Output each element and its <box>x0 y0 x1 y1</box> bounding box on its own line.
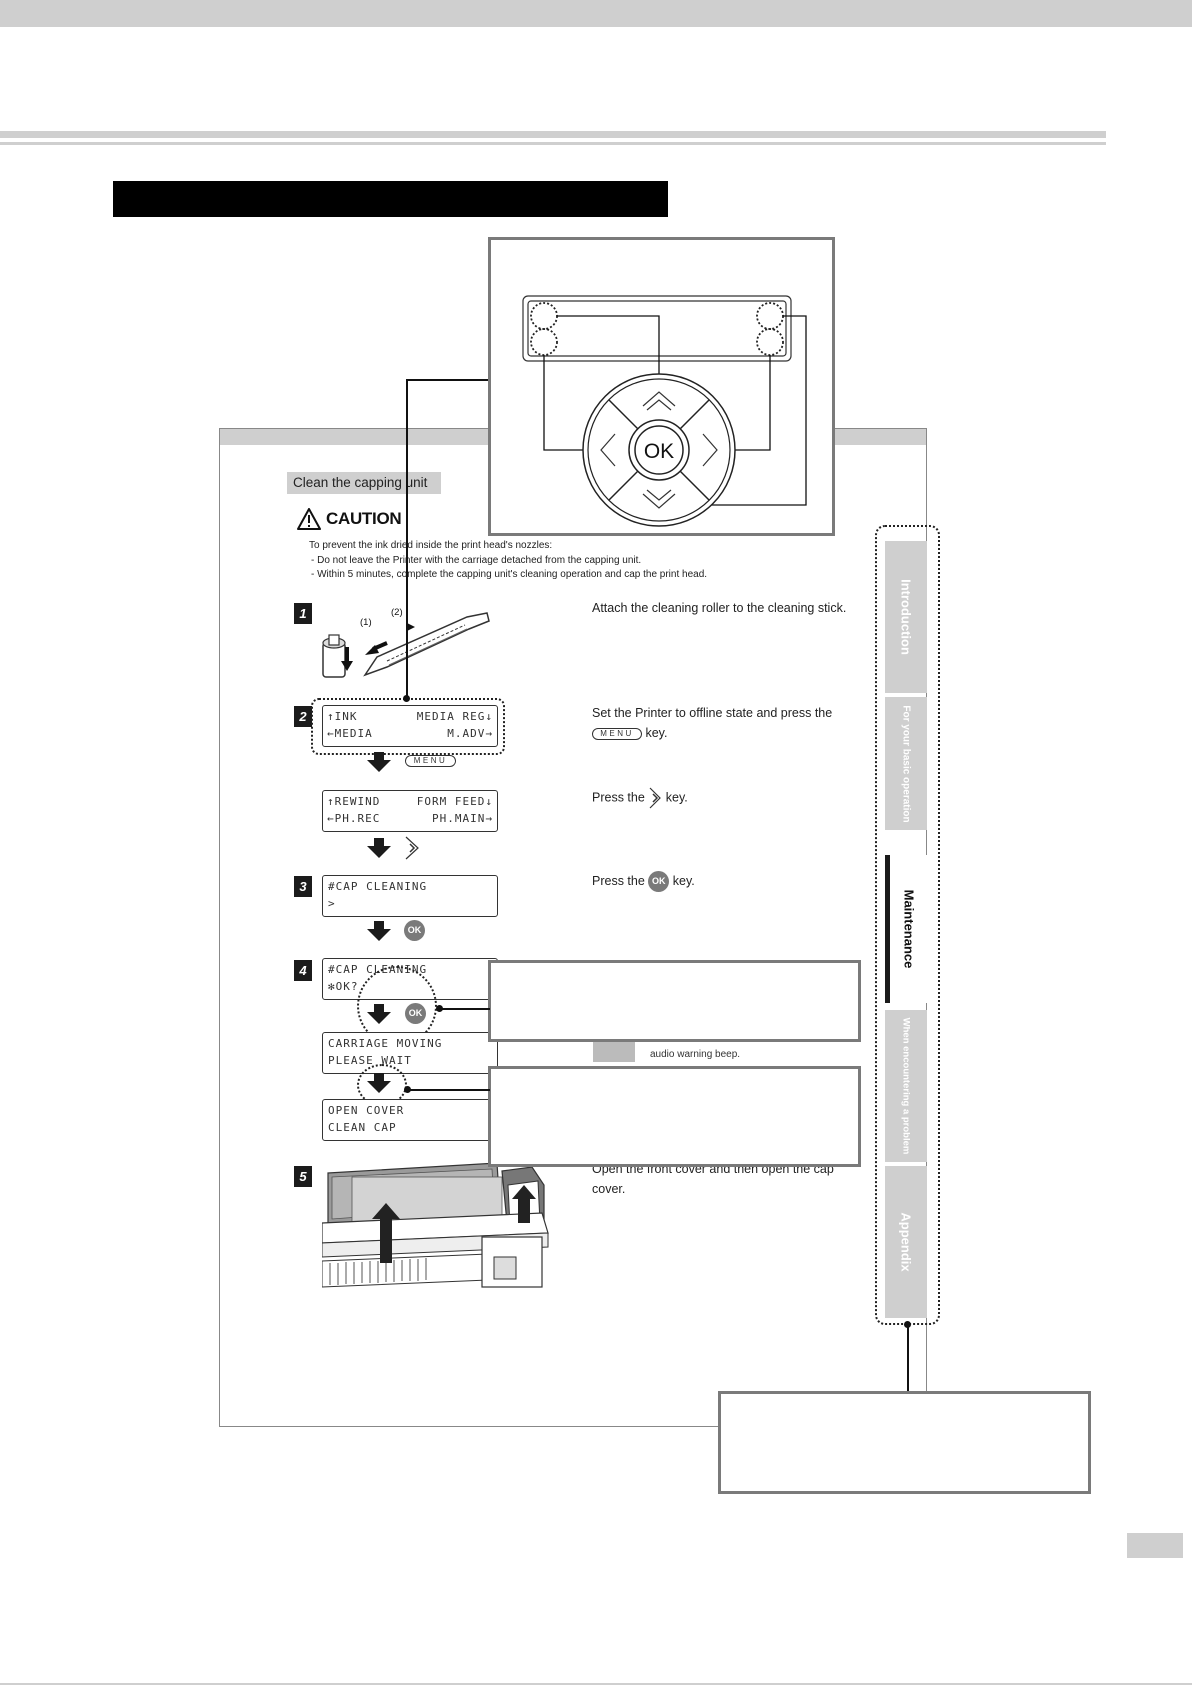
side-tab-problem[interactable]: When encountering a problem <box>885 1010 927 1162</box>
step3-text-after: key. <box>672 874 695 888</box>
lcd-text: ←MEDIA <box>327 727 373 740</box>
callout-leader-dot <box>904 1321 911 1328</box>
lcd-text: ↑REWIND <box>327 795 381 808</box>
down-arrow-icon <box>366 838 392 858</box>
lcd-carriage-screen: CARRIAGE MOVING PLEASE WAIT <box>322 1032 498 1074</box>
step3-text-before: Press the <box>592 874 645 888</box>
down-arrow-icon <box>366 752 392 772</box>
step2b-text-after: key. <box>665 790 688 805</box>
lcd-text: CLEAN CAP <box>328 1121 397 1134</box>
step-number: 4 <box>294 960 312 981</box>
section-heading: Clean the capping unit <box>287 472 441 494</box>
lcd-text: MEDIA REG↓ <box>416 710 493 723</box>
callout-box <box>718 1391 1091 1494</box>
lcd-text: ↑INK <box>327 710 358 723</box>
zoom-leader-dot <box>403 695 410 702</box>
step1-label-2: (2) <box>391 607 403 618</box>
right-key-icon <box>649 787 662 809</box>
step2b-text: Press the key. <box>592 787 688 809</box>
ok-key-icon: OK <box>404 920 425 941</box>
lcd-text: OPEN COVER <box>328 1104 405 1117</box>
side-tabs-highlight <box>875 525 940 1325</box>
lcd-text: M.ADV→ <box>447 727 493 740</box>
down-arrow-icon <box>366 1004 392 1024</box>
lcd-text: PH.MAIN→ <box>432 812 493 825</box>
ok-key-icon: OK <box>648 871 670 893</box>
header-band <box>0 0 1192 27</box>
step-number: 5 <box>294 1166 312 1187</box>
down-arrow-icon <box>366 921 392 941</box>
callout-box <box>488 1066 861 1167</box>
control-panel-zoom: OK <box>488 237 835 536</box>
control-panel-diagram: OK <box>522 295 807 527</box>
page-number-tab <box>1127 1533 1183 1558</box>
menu-key-icon: MENU <box>592 727 642 740</box>
menu-key-icon: MENU <box>405 755 456 767</box>
callout-leader-dot <box>404 1086 411 1093</box>
callout-box <box>488 960 861 1042</box>
step-number: 2 <box>294 706 312 727</box>
lcd-text: ←PH.REC <box>327 812 381 825</box>
step2-text-before: Set the Printer to offline state and pre… <box>592 706 833 720</box>
redacted-title-bar <box>113 181 668 217</box>
step1-label-1: (1) <box>360 617 372 628</box>
lcd-open-cover-screen: OPEN COVER CLEAN CAP <box>322 1099 498 1141</box>
side-tab-basic-operation[interactable]: For your basic operation <box>885 697 927 830</box>
header-rule <box>0 131 1106 138</box>
lcd-text: #CAP CLEANING <box>328 880 428 893</box>
printer-cover-illustration <box>321 1162 587 1293</box>
caution-heading: CAUTION <box>297 506 402 532</box>
step-number: 3 <box>294 876 312 897</box>
step1-text: Attach the cleaning roller to the cleani… <box>592 601 847 615</box>
callout-leader <box>440 1008 490 1010</box>
side-tab-maintenance[interactable]: Maintenance <box>885 855 927 1003</box>
caution-line: To prevent the ink dried inside the prin… <box>309 540 553 551</box>
callout-leader-dot <box>436 1005 443 1012</box>
footer-rule <box>0 1683 1192 1685</box>
step5-line: cover. <box>592 1182 626 1196</box>
caution-line: - Do not leave the Printer with the carr… <box>311 554 642 566</box>
step2-text: Set the Printer to offline state and pre… <box>592 703 842 743</box>
step2-text-after: key. <box>645 726 668 740</box>
step4-text: audio warning beep. <box>650 1049 741 1060</box>
ok-key-icon: OK <box>405 1003 426 1024</box>
lcd-text: FORM FEED↓ <box>416 795 493 808</box>
callout-leader <box>907 1325 909 1393</box>
caution-title: CAUTION <box>326 509 402 528</box>
lcd-text: PLEASE WAIT <box>328 1054 412 1067</box>
caution-line: - Within 5 minutes, complete the capping… <box>311 569 708 580</box>
step2b-text-before: Press the <box>592 790 645 805</box>
cleaning-stick-illustration <box>317 605 497 685</box>
lcd-text: ✻OK? <box>328 980 359 993</box>
lcd-sub-screen: ↑REWIND FORM FEED↓ ←PH.REC PH.MAIN→ <box>322 790 498 832</box>
zoom-leader <box>406 379 408 699</box>
step3-text: Press the OK key. <box>592 871 695 893</box>
warning-triangle-icon <box>297 508 321 530</box>
callout-leader <box>408 1089 490 1091</box>
lcd-cap-ok-screen: #CAP CLEANING ✻OK? <box>322 958 498 1000</box>
step-number: 1 <box>294 603 312 624</box>
side-tab-appendix[interactable]: Appendix <box>885 1166 927 1318</box>
lcd-text: > <box>328 897 336 910</box>
side-tab-introduction[interactable]: Introduction <box>885 541 927 693</box>
lcd-text: CARRIAGE MOVING <box>328 1037 443 1050</box>
lcd-cap-cleaning-screen: #CAP CLEANING > <box>322 875 498 917</box>
right-key-icon <box>404 836 420 860</box>
ok-key-label: OK <box>644 440 674 463</box>
header-rule-thin <box>0 142 1106 145</box>
down-arrow-icon <box>366 1073 392 1093</box>
caution-text: To prevent the ink dried inside the prin… <box>309 539 707 583</box>
zoom-leader <box>406 379 490 381</box>
lcd-menu-screen: ↑INK MEDIA REG↓ ←MEDIA M.ADV→ <box>322 705 498 747</box>
